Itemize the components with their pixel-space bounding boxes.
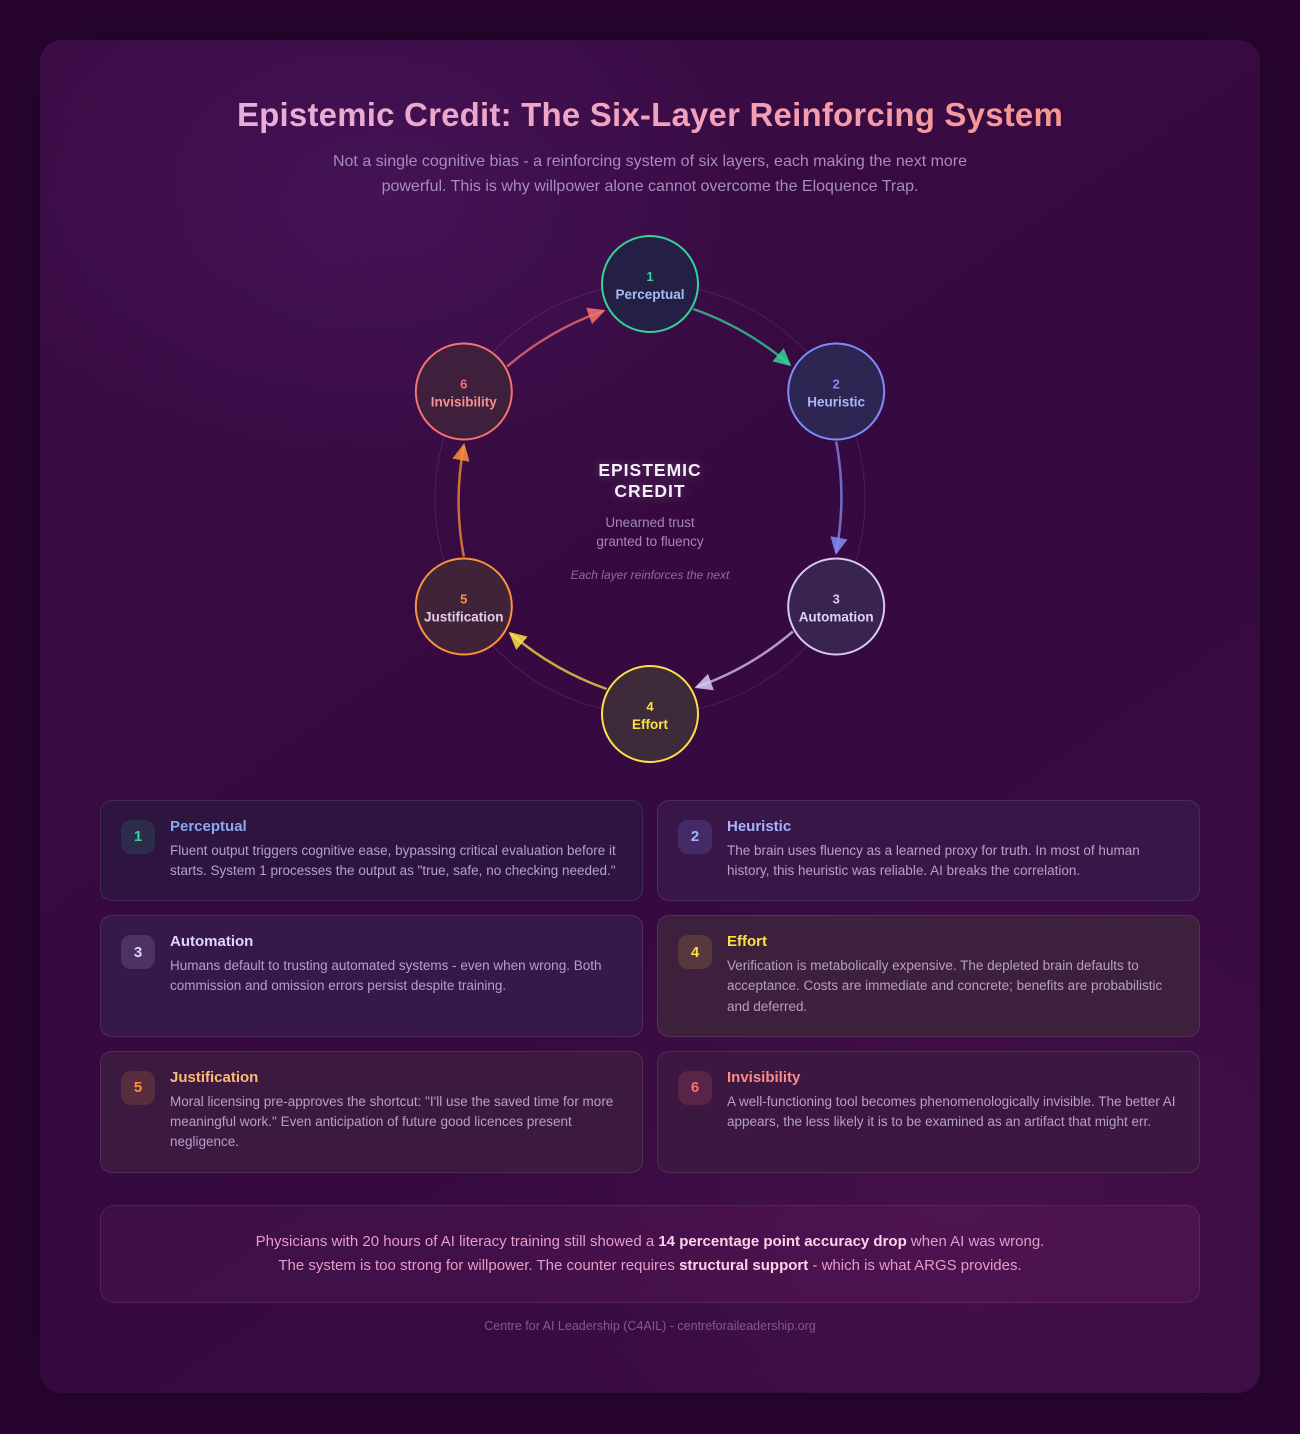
layer-card-title: Heuristic: [727, 817, 792, 835]
node-circle-effort: [601, 664, 699, 763]
node-circle-heuristic: [787, 342, 886, 441]
layer-card-body: Humans default to trusting automated sys…: [170, 958, 602, 994]
layer-card-body: Verification is metabolically expensive.…: [727, 958, 1163, 1014]
layer-card-body: The brain uses fluency as a learned prox…: [727, 842, 1140, 878]
callout-line2: The system is too strong for willpower. …: [131, 1254, 1169, 1278]
cycle-ring: [434, 283, 866, 715]
node-number: 3: [833, 591, 840, 606]
layer-cards: 1 Perceptual Fluent output triggers cogn…: [100, 799, 1200, 1173]
node-label: Perceptual: [615, 287, 684, 302]
cycle-arrow-perceptual-to-heuristic: [692, 307, 792, 366]
research-callout: Physicians with 20 hours of AI literacy …: [100, 1204, 1200, 1303]
layer-card-body: A well-functioning tool becomes phenomen…: [727, 1093, 1176, 1130]
node-number: 4: [646, 699, 654, 714]
layer-number-badge: 3: [121, 935, 155, 970]
layer-number-badge: 5: [121, 1070, 155, 1105]
layer-card-title: Invisibility: [727, 1068, 801, 1086]
node-circle-perceptual: [601, 234, 699, 333]
cycle-arrow-effort-to-justification: [508, 631, 608, 690]
node-label: Justification: [424, 609, 504, 624]
layer-card-body: Moral licensing pre-approves the shortcu…: [170, 1093, 614, 1150]
layer-card-title: Automation: [170, 933, 254, 951]
callout-text: when AI was wrong.: [906, 1232, 1045, 1250]
layer-card-body: Fluent output triggers cognitive ease, b…: [170, 842, 616, 878]
layer-card-automation: 3 Automation Humans default to trusting …: [100, 915, 643, 1037]
layer-card-invisibility: 6 Invisibility A well-functioning tool b…: [657, 1050, 1200, 1173]
layer-card-content: Heuristic The brain uses fluency as a le…: [727, 818, 1179, 882]
layer-card-justification: 5 Justification Moral licensing pre-appr…: [100, 1050, 643, 1173]
node-label: Automation: [799, 609, 874, 624]
node-label: Invisibility: [431, 394, 498, 409]
layer-card-content: Effort Verification is metabolically exp…: [727, 933, 1179, 1017]
header: Epistemic Credit: The Six-Layer Reinforc…: [40, 40, 1260, 200]
callout-emphasis: structural support: [679, 1256, 809, 1274]
layer-card-content: Perceptual Fluent output triggers cognit…: [170, 818, 622, 882]
layer-card-effort: 4 Effort Verification is metabolically e…: [657, 915, 1200, 1037]
node-circle-invisibility: [414, 342, 513, 441]
layer-card-content: Automation Humans default to trusting au…: [170, 933, 622, 997]
layer-card-heuristic: 2 Heuristic The brain uses fluency as a …: [657, 799, 1200, 902]
page-subtitle: Not a single cognitive bias - a reinforc…: [332, 153, 968, 195]
layer-card-content: Invisibility A well-functioning tool bec…: [727, 1069, 1179, 1133]
layer-card-title: Perceptual: [170, 817, 247, 835]
callout-text: The system is too strong for willpower. …: [278, 1256, 680, 1274]
node-circle-justification: [414, 557, 513, 656]
node-label: Heuristic: [807, 394, 865, 409]
page-title: Epistemic Credit: The Six-Layer Reinforc…: [40, 96, 1260, 134]
node-number: 6: [460, 376, 467, 391]
layer-card-title: Justification: [170, 1068, 259, 1086]
main-panel: Epistemic Credit: The Six-Layer Reinforc…: [40, 40, 1260, 1393]
layer-number-badge: 2: [678, 819, 712, 854]
node-label: Effort: [632, 717, 668, 732]
callout-text: Physicians with 20 hours of AI literacy …: [255, 1232, 659, 1250]
node-number: 1: [646, 269, 653, 284]
cycle-arrow-invisibility-to-perceptual: [506, 307, 606, 368]
callout-text: - which is what ARGS provides.: [808, 1256, 1022, 1274]
node-number: 5: [460, 591, 467, 606]
node-number: 2: [833, 376, 840, 391]
callout-emphasis: 14 percentage point accuracy drop: [658, 1232, 907, 1250]
footer-credit: Centre for AI Leadership (C4AIL) - centr…: [484, 1318, 816, 1333]
node-circle-automation: [787, 557, 886, 656]
cycle-arrow-justification-to-invisibility: [452, 442, 470, 557]
cycle-arrow-heuristic-to-automation: [830, 440, 848, 555]
layer-card-content: Justification Moral licensing pre-approv…: [170, 1069, 622, 1153]
layer-number-badge: 4: [678, 935, 712, 970]
layer-card-perceptual: 1 Perceptual Fluent output triggers cogn…: [100, 799, 643, 902]
cycle-arrow-automation-to-effort: [694, 630, 794, 690]
layer-card-title: Effort: [727, 933, 767, 951]
layer-number-badge: 6: [678, 1070, 712, 1105]
callout-line1: Physicians with 20 hours of AI literacy …: [131, 1230, 1169, 1254]
layer-number-badge: 1: [121, 819, 155, 854]
